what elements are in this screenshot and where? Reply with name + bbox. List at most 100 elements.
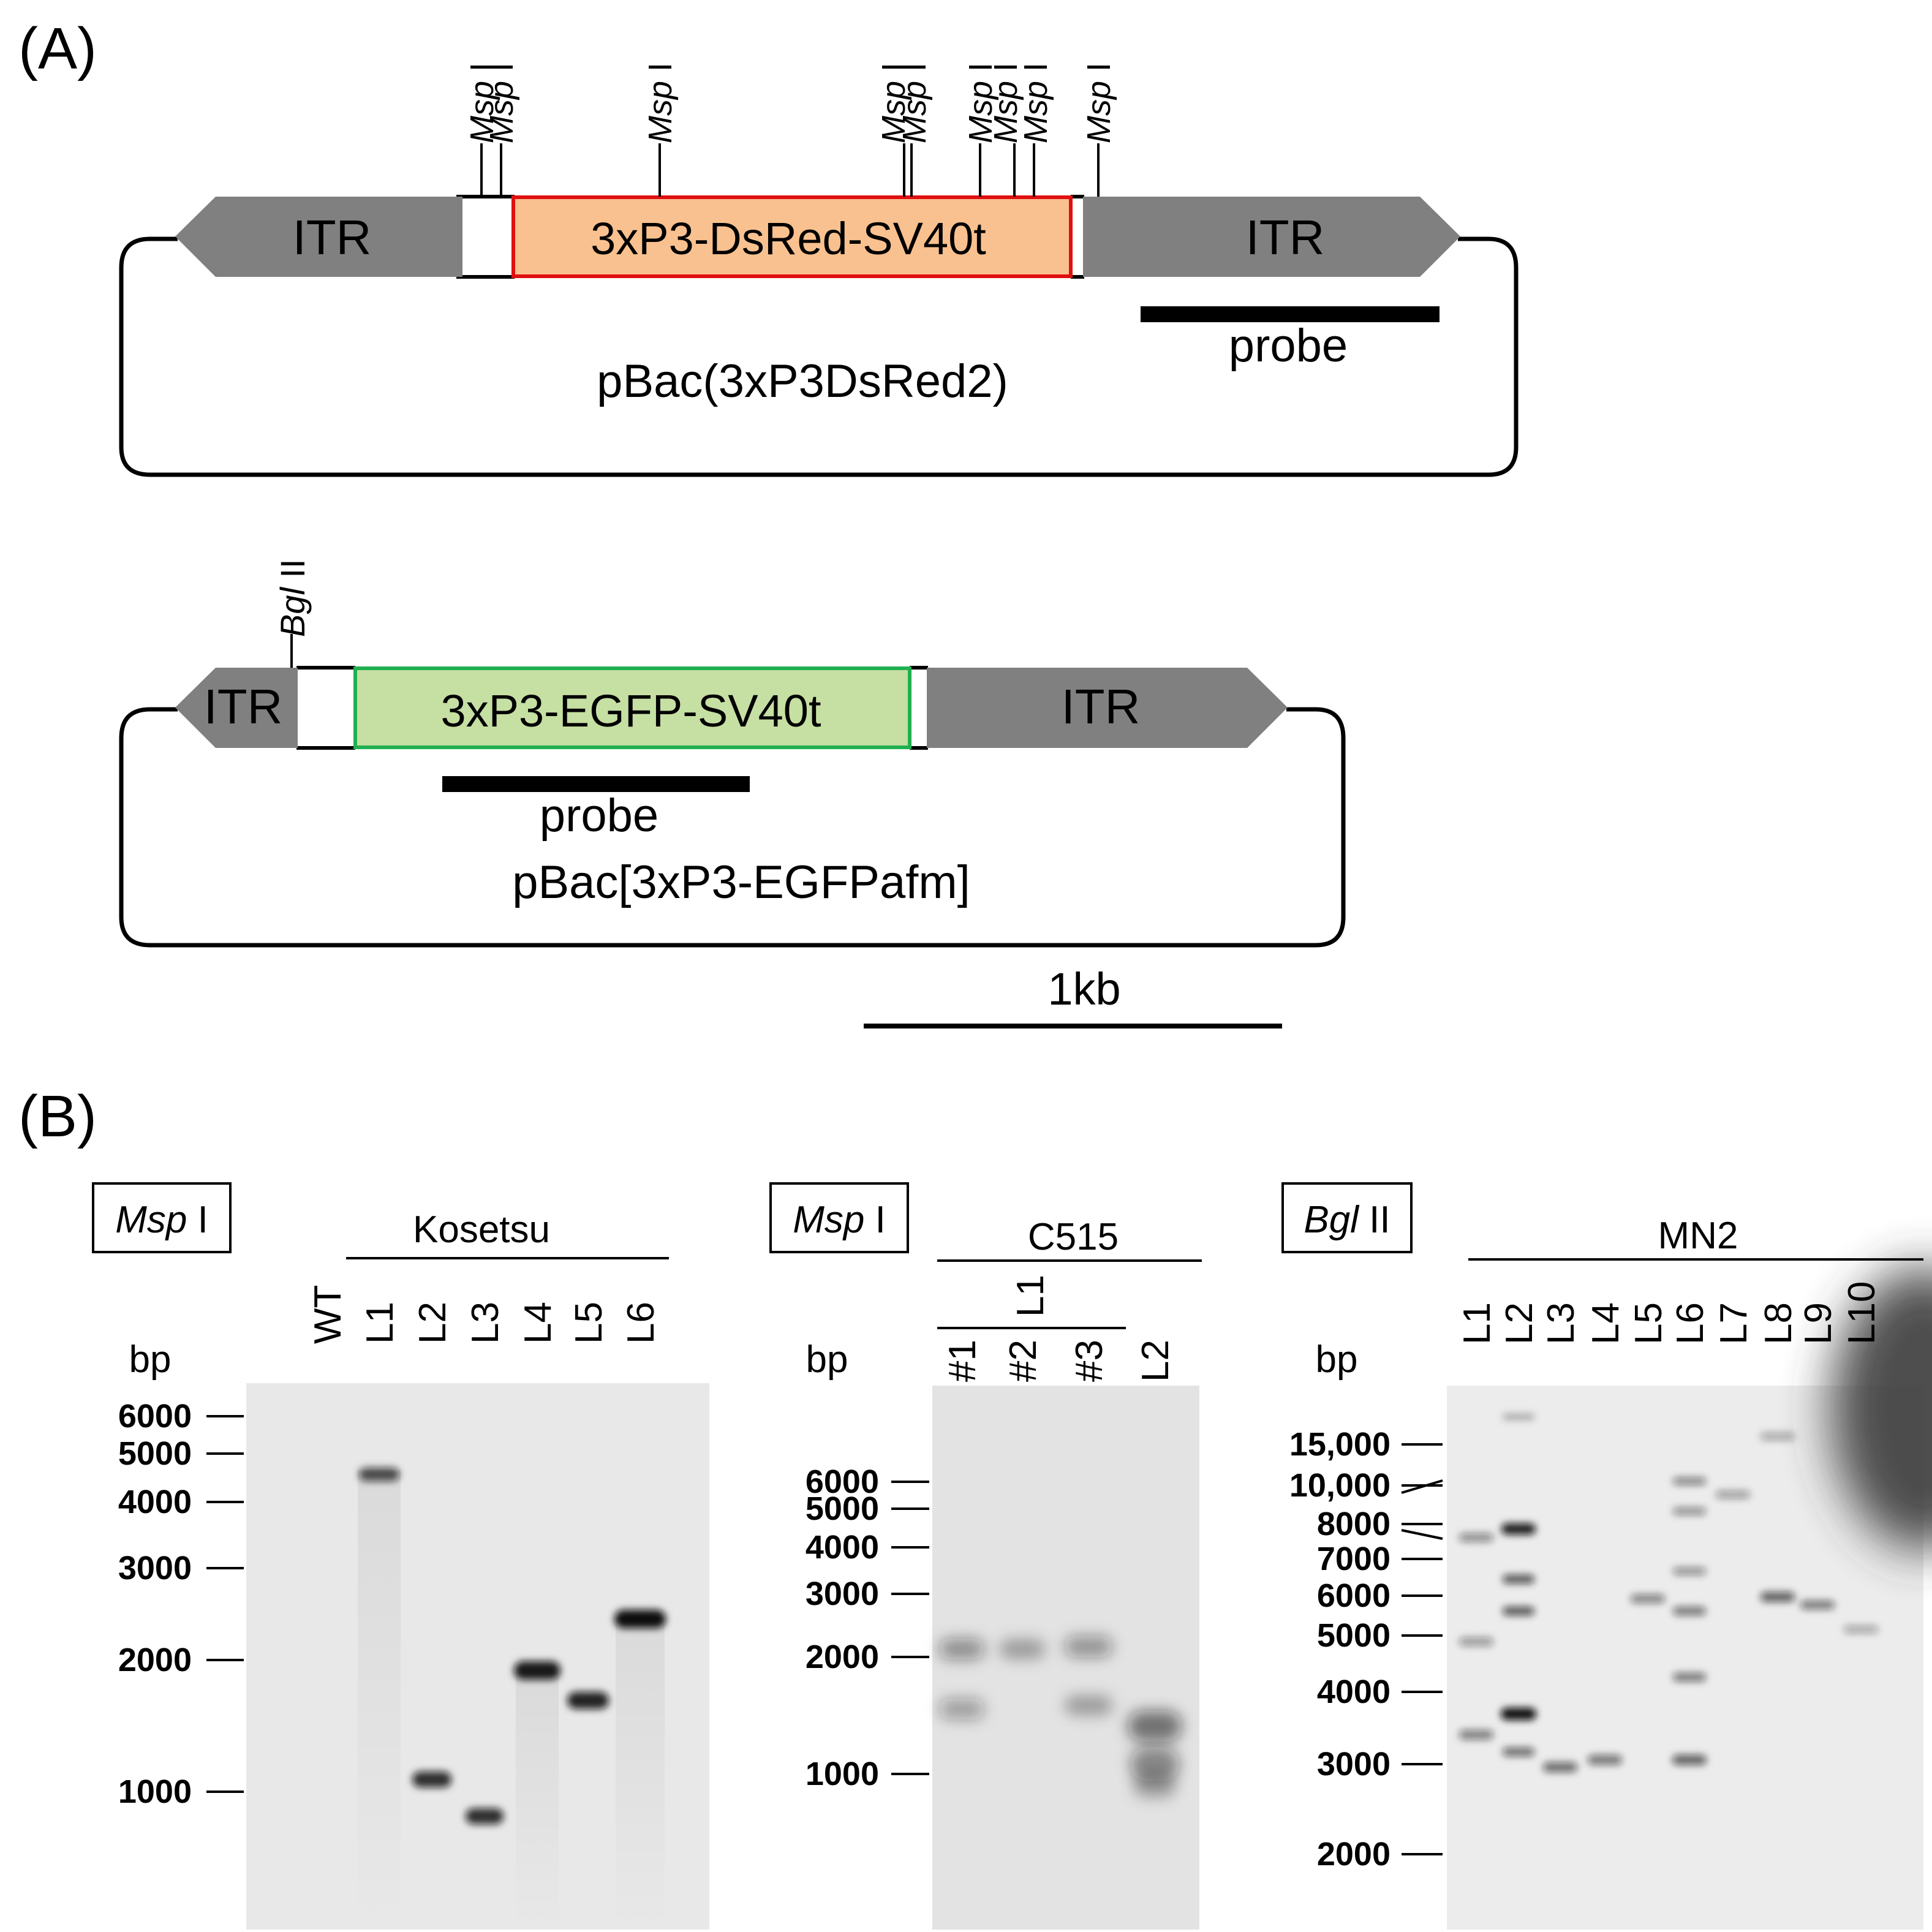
lane-label: #3 bbox=[1068, 1340, 1111, 1382]
band bbox=[1459, 1637, 1493, 1646]
lane-label: #1 bbox=[941, 1340, 984, 1382]
band bbox=[1503, 1575, 1534, 1583]
lane-label: L3 bbox=[464, 1302, 507, 1344]
enzyme-label: Msp I bbox=[115, 1199, 208, 1241]
marker-label: 2000 bbox=[1317, 1836, 1391, 1873]
construct-1-sites: Msp I Msp I Msp I Msp I Msp I Msp I Msp … bbox=[464, 62, 1117, 197]
marker-label: 10,000 bbox=[1289, 1467, 1391, 1504]
marker-label: 15,000 bbox=[1289, 1426, 1391, 1463]
site-label: Msp I bbox=[642, 62, 679, 143]
construct-1-backbone bbox=[119, 236, 1519, 477]
lane-label: L2 bbox=[1498, 1302, 1541, 1345]
band bbox=[1673, 1607, 1706, 1615]
lane-label: L4 bbox=[517, 1302, 559, 1344]
enzyme-label: Msp I bbox=[793, 1199, 886, 1241]
site-label: Msp I bbox=[896, 62, 933, 143]
construct-1-itr-right bbox=[1083, 197, 1460, 277]
construct-1-cassette-label: 3xP3-DsRed-SV40t bbox=[591, 213, 986, 264]
bp-label: bp bbox=[1316, 1338, 1358, 1381]
site-label: Msp I bbox=[875, 62, 912, 143]
band bbox=[1501, 1523, 1536, 1534]
marker-label: 6000 bbox=[806, 1463, 879, 1500]
enzyme-label: Bgl II bbox=[1304, 1199, 1390, 1241]
lane-label: L9 bbox=[1797, 1302, 1840, 1345]
subgroup-label: L1 bbox=[1009, 1275, 1052, 1317]
lane-label: L2 bbox=[412, 1302, 454, 1344]
band bbox=[1501, 1708, 1536, 1720]
marker-label: 2000 bbox=[118, 1642, 192, 1678]
marker-label: 5000 bbox=[118, 1435, 192, 1472]
marker-label: 4000 bbox=[806, 1529, 879, 1566]
band bbox=[1673, 1507, 1706, 1515]
lane-smear bbox=[358, 1470, 401, 1930]
construct-2-itr-right-label: ITR bbox=[1062, 679, 1141, 734]
marker-label: 1000 bbox=[118, 1773, 192, 1810]
lane-label: L7 bbox=[1713, 1302, 1755, 1345]
band bbox=[1128, 1711, 1182, 1741]
band bbox=[1000, 1639, 1045, 1659]
band bbox=[1065, 1636, 1112, 1657]
site-label: Msp I bbox=[962, 62, 999, 143]
lane-smear bbox=[516, 1672, 559, 1930]
lane-smear bbox=[616, 1617, 665, 1930]
construct-1-probe-label: probe bbox=[1229, 320, 1348, 372]
band bbox=[1130, 1747, 1179, 1781]
lane-label: L2 bbox=[1134, 1340, 1177, 1382]
marker-label: 4000 bbox=[1317, 1674, 1391, 1710]
band bbox=[359, 1468, 399, 1481]
band bbox=[1760, 1592, 1795, 1602]
band bbox=[939, 1699, 984, 1719]
band bbox=[1503, 1414, 1534, 1420]
marker-label: 6000 bbox=[118, 1398, 192, 1435]
scale-bar-label: 1kb bbox=[1047, 964, 1120, 1014]
band bbox=[1459, 1533, 1493, 1542]
band bbox=[466, 1808, 504, 1824]
site-label: Msp I bbox=[483, 62, 520, 143]
construct-1-name: pBac(3xP3DsRed2) bbox=[597, 355, 1008, 407]
construct-2-cassette bbox=[353, 666, 911, 749]
construct-2-itr-left bbox=[175, 668, 298, 748]
band bbox=[939, 1639, 984, 1659]
marker-label: 3000 bbox=[1317, 1746, 1391, 1783]
band bbox=[1503, 1748, 1534, 1756]
band bbox=[514, 1661, 560, 1680]
construct-1-cassette bbox=[511, 195, 1073, 278]
band bbox=[1716, 1491, 1750, 1498]
site-label: Msp I bbox=[1081, 62, 1117, 143]
construct-2-itr-right bbox=[927, 668, 1288, 748]
band bbox=[614, 1610, 666, 1628]
band bbox=[1543, 1762, 1577, 1772]
band bbox=[1673, 1673, 1706, 1681]
band bbox=[1673, 1477, 1706, 1485]
marker-label: 3000 bbox=[118, 1550, 192, 1587]
band bbox=[412, 1772, 451, 1787]
band bbox=[1459, 1730, 1493, 1740]
marker-label: 5000 bbox=[1317, 1617, 1391, 1654]
lane-label: L10 bbox=[1841, 1281, 1883, 1345]
band bbox=[1631, 1594, 1665, 1603]
construct-2: ITR 3xP3-EGFP-SV40t ITR probe pBac[3xP3-… bbox=[119, 559, 1346, 948]
lane-label: L5 bbox=[568, 1302, 610, 1344]
scale-bar: 1kb bbox=[864, 964, 1282, 1028]
construct-1-itr-left bbox=[175, 197, 462, 277]
construct-2-probe-bar bbox=[442, 776, 750, 792]
band bbox=[1065, 1696, 1112, 1715]
marker-connector bbox=[1401, 1479, 1443, 1494]
construct-2-cassette-label: 3xP3-EGFP-SV40t bbox=[440, 685, 821, 736]
lane-label: WT bbox=[307, 1285, 349, 1344]
marker-label: 3000 bbox=[806, 1575, 879, 1612]
construct-2-backbone bbox=[119, 707, 1346, 948]
marker-connector bbox=[1401, 1529, 1443, 1540]
lane-label: #2 bbox=[1002, 1340, 1044, 1382]
construct-1-itr-right-label: ITR bbox=[1246, 210, 1325, 265]
lane-label: L1 bbox=[1456, 1302, 1498, 1345]
enzyme-box bbox=[92, 1182, 232, 1253]
band bbox=[1672, 1755, 1707, 1765]
band bbox=[1588, 1755, 1622, 1765]
lane-label: L6 bbox=[620, 1302, 662, 1344]
band bbox=[1133, 1773, 1176, 1798]
marker-label: 4000 bbox=[118, 1484, 192, 1520]
site-label: Bgl II bbox=[273, 559, 312, 637]
